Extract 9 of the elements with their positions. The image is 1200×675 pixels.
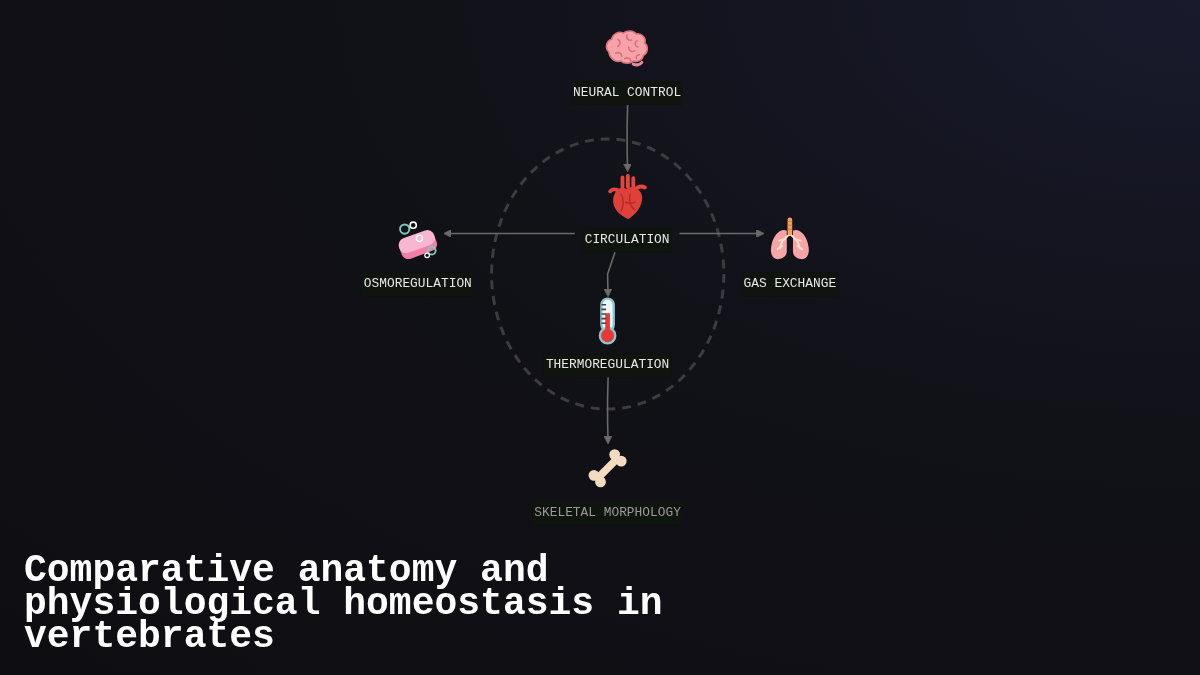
diagram-title: Comparative anatomy and physiological homeostasis in vertebrates (24, 554, 664, 653)
arrow (623, 104, 632, 173)
node-label: GAS EXCHANGE (743, 276, 837, 292)
arrow (443, 229, 576, 238)
node-label: CIRCULATION (584, 232, 670, 248)
arrow (603, 376, 613, 445)
arrow (603, 251, 616, 298)
cluster (490, 137, 726, 411)
arrow (678, 229, 765, 238)
